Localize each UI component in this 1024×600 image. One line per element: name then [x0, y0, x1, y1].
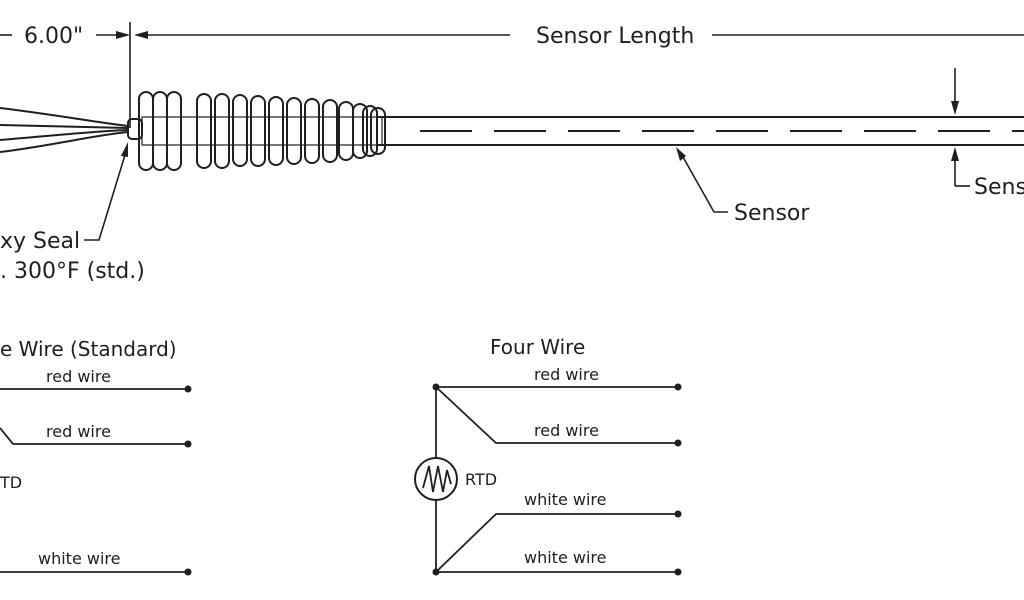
spring-coil	[338, 101, 354, 161]
sensor-diameter-label: Sens	[974, 175, 1024, 200]
three-wire-label-2: red wire	[46, 422, 111, 441]
epoxy-seal-temp-label: . 300°F (std.)	[0, 259, 145, 284]
four-wire-label-1: red wire	[534, 365, 599, 384]
three-wire-label-1: red wire	[46, 367, 111, 386]
spring-coil	[214, 93, 230, 169]
sheath-diameter-dimension: Sens	[951, 68, 1024, 200]
sensor-length-dimension: Sensor Length	[134, 24, 1024, 49]
spring-coil	[232, 94, 248, 167]
sensor-leader: Sensor	[676, 147, 810, 226]
spring-coil	[370, 107, 386, 155]
epoxy-seal-label: xy Seal	[0, 229, 80, 254]
sensor-label: Sensor	[734, 201, 810, 226]
four-wire-schematic: Four Wire RTD red wire red wire white wi…	[414, 335, 682, 576]
spring-coil	[304, 98, 320, 164]
spring-coil	[268, 96, 284, 166]
spring-coil	[352, 103, 368, 159]
spring-coil	[250, 95, 266, 167]
four-wire-label-4: white wire	[524, 548, 606, 567]
spring-coil	[152, 91, 168, 171]
three-wire-rtd-label: TD	[0, 473, 22, 492]
three-wire-label-3: white wire	[38, 549, 120, 568]
epoxy-seal-leader: xy Seal . 300°F (std.)	[0, 142, 145, 284]
sensor-assembly: 6.00" Sensor Length	[0, 22, 1024, 284]
sensor-length-label: Sensor Length	[536, 24, 694, 49]
lead-wires	[0, 107, 129, 153]
sensor-sheath	[378, 116, 1024, 146]
spring-coil	[362, 105, 378, 157]
three-wire-schematic: e Wire (Standard) red wire red wire TD w…	[0, 337, 192, 576]
spring-coil	[286, 97, 302, 165]
spring-coil	[166, 91, 182, 171]
lead-length-dimension: 6.00"	[0, 22, 131, 128]
four-wire-rtd-label: RTD	[465, 470, 497, 489]
four-wire-title: Four Wire	[490, 335, 585, 359]
four-wire-label-2: red wire	[534, 421, 599, 440]
three-wire-title: e Wire (Standard)	[0, 337, 177, 361]
strain-relief-spring	[138, 91, 386, 171]
spring-coil	[196, 93, 212, 169]
lead-length-label: 6.00"	[24, 24, 83, 49]
rtd-element	[414, 457, 458, 501]
spring-coil	[322, 99, 338, 163]
spring-core	[141, 116, 383, 146]
four-wire-label-3: white wire	[524, 490, 606, 509]
